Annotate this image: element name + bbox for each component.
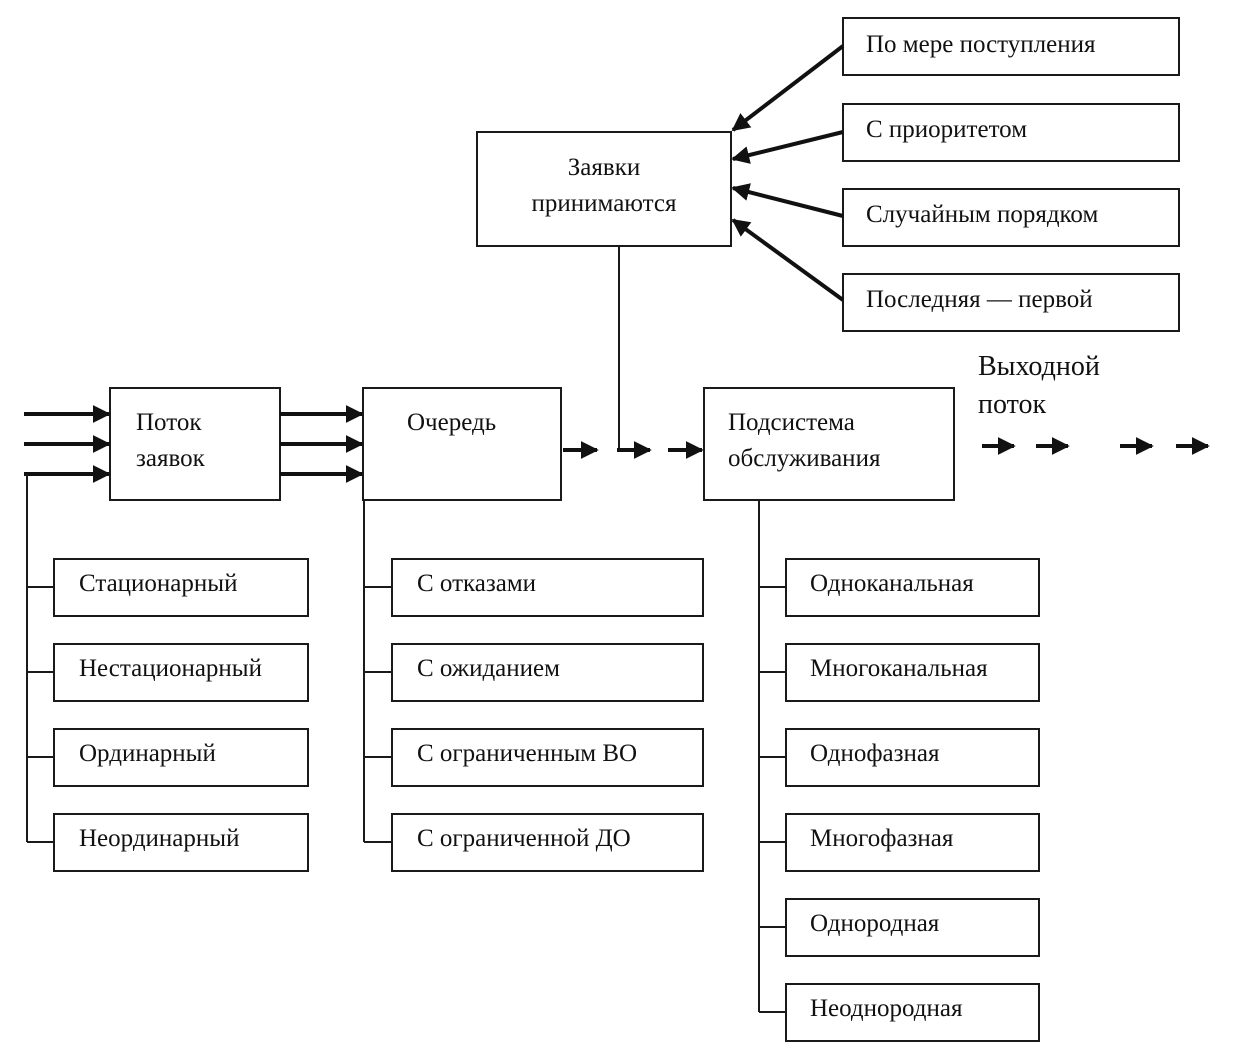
accept-mode-item: Последняя — первой xyxy=(866,286,1093,313)
queue-type-item: С ограниченным ВО xyxy=(417,740,637,767)
queue-box-label: Очередь xyxy=(407,409,496,436)
accept-box-label-2: принимаются xyxy=(532,190,677,217)
flow-box: Поток заявок xyxy=(109,387,281,501)
output-flow-label: Выходной поток xyxy=(978,351,1100,420)
flow-types: Стационарный Нестационарный Ординарный Н… xyxy=(26,474,309,872)
arrow xyxy=(731,130,844,164)
arrow xyxy=(731,183,844,218)
accept-mode-arrows xyxy=(731,44,845,302)
flow-type-item: Нестационарный xyxy=(79,655,262,682)
flow-box-label-1: Поток xyxy=(136,409,202,436)
queue-type-item: С ожиданием xyxy=(417,655,560,682)
queue-box: Очередь xyxy=(362,387,562,501)
queue-type-item: С отказами xyxy=(417,570,536,597)
queue-types: С отказами С ожиданием С ограниченным ВО… xyxy=(363,500,704,872)
service-type-item: Многоканальная xyxy=(810,655,988,682)
accept-mode-item: По мере поступления xyxy=(866,31,1096,58)
flow-type-item: Ординарный xyxy=(79,740,216,767)
output-flow-label-2: поток xyxy=(978,389,1046,420)
service-type-item: Неоднородная xyxy=(810,995,963,1022)
service-type-item: Однородная xyxy=(810,910,940,937)
service-box-label-1: Подсистема xyxy=(728,409,855,436)
service-types: Одноканальная Многоканальная Однофазная … xyxy=(758,500,1040,1042)
flow-type-item: Неординарный xyxy=(79,825,239,852)
input-arrows xyxy=(24,405,111,483)
accept-box: Заявки принимаются xyxy=(476,131,732,247)
flow-type-item: Стационарный xyxy=(79,570,237,597)
service-type-item: Однофазная xyxy=(810,740,940,767)
accept-modes: По мере поступления С приоритетом Случай… xyxy=(842,17,1180,332)
accept-mode-item: Случайным порядком xyxy=(866,201,1098,228)
service-box: Подсистема обслуживания xyxy=(703,387,955,501)
service-box-label-2: обслуживания xyxy=(728,445,881,472)
queue-type-item: С ограниченной ДО xyxy=(417,825,631,852)
accept-mode-item: С приоритетом xyxy=(866,116,1027,143)
service-type-item: Одноканальная xyxy=(810,570,974,597)
flow-to-queue-arrows xyxy=(280,405,364,483)
flow-box-label-2: заявок xyxy=(136,445,206,472)
output-flow-label-1: Выходной xyxy=(978,351,1100,382)
accept-box-label-1: Заявки xyxy=(568,154,640,181)
arrow xyxy=(731,44,845,132)
service-type-item: Многофазная xyxy=(810,825,954,852)
arrow xyxy=(731,218,845,302)
